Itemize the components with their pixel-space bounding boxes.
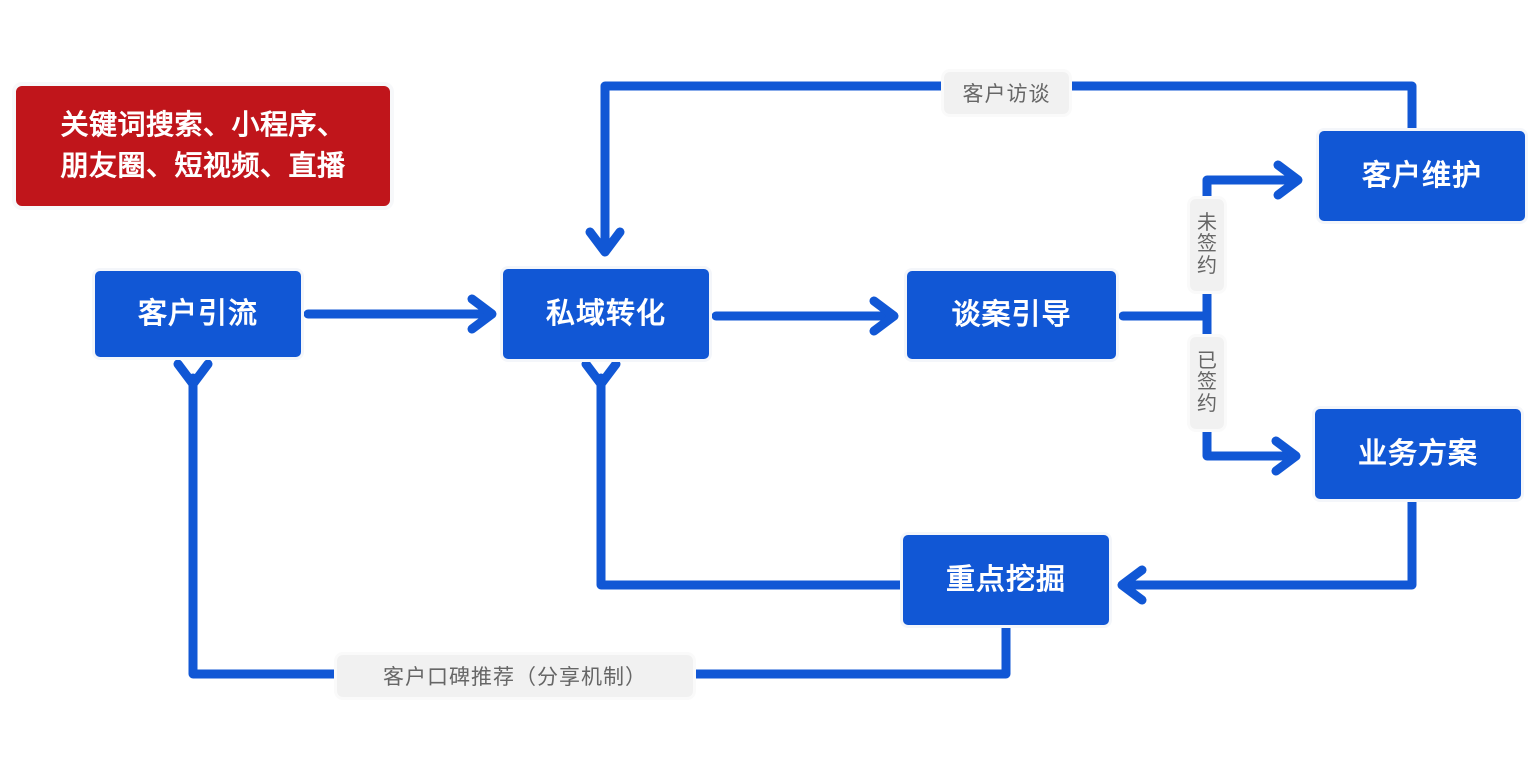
- edge-arrowhead-mining-to-convert: [581, 359, 621, 389]
- edge-label-word-of-mouth-referral-text: 客户口碑推荐（分享机制）: [383, 666, 647, 689]
- edge-label-signed-char-2: 签: [1197, 371, 1217, 394]
- edge-proposal-to-mining: [1123, 497, 1417, 590]
- edge-label-unsigned-char-1: 未: [1197, 211, 1217, 234]
- node-case-guidance[interactable]: 谈案引导: [904, 268, 1119, 362]
- edge-arrowhead-convert-to-guide: [869, 296, 899, 336]
- edge-label-unsigned-char-3: 约: [1197, 254, 1217, 277]
- node-case-guidance-label: 谈案引导: [951, 298, 1072, 331]
- edge-arrowhead-proposal-to-mining: [1117, 565, 1147, 605]
- node-business-proposal-label: 业务方案: [1357, 437, 1478, 470]
- node-customer-attraction[interactable]: 客户引流: [92, 268, 304, 360]
- edge-arrowhead-branch-to-maintain: [1273, 160, 1303, 200]
- edge-label-signed[interactable]: 已 签 约: [1187, 334, 1227, 432]
- node-customer-maintenance[interactable]: 客户维护: [1316, 128, 1528, 224]
- edge-arrowhead-attract-to-convert: [467, 294, 497, 334]
- edge-mining-to-attract: [188, 373, 1011, 679]
- edge-label-customer-interview[interactable]: 客户访谈: [941, 69, 1072, 117]
- node-key-mining-label: 重点挖掘: [945, 563, 1066, 596]
- edge-mining-to-convert: [596, 373, 905, 590]
- node-private-domain-conversion-label: 私域转化: [545, 297, 666, 330]
- edge-label-word-of-mouth-referral[interactable]: 客户口碑推荐（分享机制）: [334, 652, 696, 700]
- node-business-proposal[interactable]: 业务方案: [1312, 406, 1524, 502]
- node-source-channels-label: 关键词搜索、小程序、 朋友圈、短视频、直播: [60, 109, 346, 181]
- node-key-mining[interactable]: 重点挖掘: [900, 532, 1112, 628]
- edge-label-unsigned[interactable]: 未 签 约: [1187, 196, 1227, 294]
- edge-label-customer-interview-text: 客户访谈: [962, 83, 1051, 106]
- edge-label-signed-char-3: 约: [1197, 392, 1217, 415]
- node-customer-maintenance-label: 客户维护: [1361, 159, 1482, 192]
- edge-arrowhead-branch-to-proposal: [1271, 436, 1301, 476]
- edge-label-signed-char-1: 已: [1197, 349, 1217, 372]
- node-private-domain-conversion[interactable]: 私域转化: [500, 266, 712, 362]
- edge-label-unsigned-char-2: 签: [1197, 233, 1217, 256]
- node-source-channels[interactable]: 关键词搜索、小程序、 朋友圈、短视频、直播: [12, 82, 394, 210]
- node-customer-attraction-label: 客户引流: [137, 297, 258, 330]
- edge-arrowhead-maintain-to-convert: [585, 227, 625, 257]
- edge-arrowhead-mining-to-attract: [173, 359, 213, 389]
